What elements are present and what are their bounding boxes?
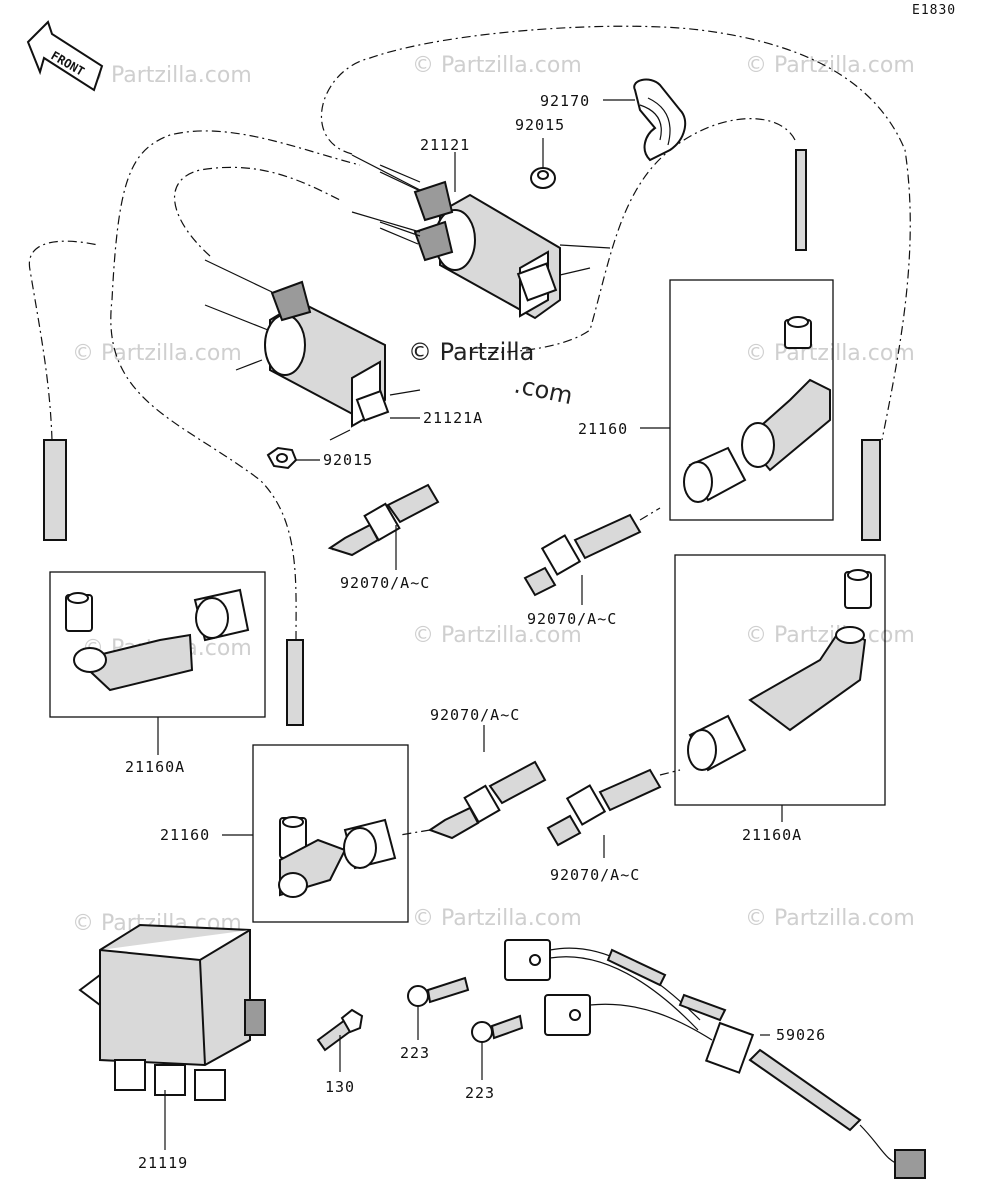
pickup-coil-59026[interactable] bbox=[504, 939, 926, 1179]
watermark: © Partzilla.com bbox=[745, 53, 915, 78]
part-label[interactable]: 21160 bbox=[578, 420, 628, 438]
part-label[interactable]: 223 bbox=[465, 1084, 495, 1102]
part-label[interactable]: 59026 bbox=[776, 1026, 826, 1044]
plug-cap-21160-right[interactable] bbox=[683, 149, 831, 503]
plug-cap-21160A-left[interactable] bbox=[43, 439, 250, 692]
leader-lines bbox=[157, 99, 783, 1150]
plug-cap-21160-left[interactable] bbox=[278, 639, 397, 898]
part-label[interactable]: 92070/A~C bbox=[527, 610, 617, 628]
watermark: © Partzilla.com bbox=[412, 53, 582, 78]
box-21160A-right bbox=[674, 554, 886, 806]
watermark: © Partzilla.com bbox=[72, 341, 242, 366]
igniter-21119[interactable] bbox=[78, 923, 266, 1101]
part-label[interactable]: 92070/A~C bbox=[430, 706, 520, 724]
part-label[interactable]: 130 bbox=[325, 1078, 355, 1096]
part-label[interactable]: 92070/A~C bbox=[550, 866, 640, 884]
watermark: © Partzilla.com bbox=[745, 341, 915, 366]
routing-lines bbox=[28, 25, 911, 836]
watermark: © Partzilla.com bbox=[82, 63, 252, 88]
watermark: © Partzilla.com bbox=[412, 623, 582, 648]
bolt-130[interactable] bbox=[316, 1008, 364, 1052]
watermark: © Partzilla.com bbox=[412, 906, 582, 931]
box-21160-right bbox=[669, 279, 834, 521]
part-label[interactable]: 21121 bbox=[420, 136, 470, 154]
screw-223-2[interactable] bbox=[471, 1014, 524, 1043]
part-label[interactable]: 92070/A~C bbox=[340, 574, 430, 592]
front-arrow: FRONT bbox=[26, 20, 104, 92]
watermark: © Partzilla.com bbox=[745, 906, 915, 931]
spark-plug-92070-4[interactable] bbox=[546, 768, 662, 847]
watermark-center: .com bbox=[512, 370, 575, 410]
part-label[interactable]: 21160A bbox=[125, 758, 185, 776]
part-label[interactable]: 21160A bbox=[742, 826, 802, 844]
part-label[interactable]: 21121A bbox=[423, 409, 483, 427]
part-label[interactable]: 92015 bbox=[323, 451, 373, 469]
part-label[interactable]: 92170 bbox=[540, 92, 590, 110]
part-label[interactable]: 21119 bbox=[138, 1154, 188, 1172]
ignition-coil-21121A[interactable] bbox=[204, 259, 421, 441]
plug-cap-21160A-right[interactable] bbox=[687, 439, 881, 772]
diagram-code: E1830 bbox=[912, 3, 956, 18]
ignition-coil-21121[interactable] bbox=[351, 154, 611, 320]
screw-223-1[interactable] bbox=[407, 976, 470, 1007]
clamp-92170[interactable] bbox=[633, 78, 687, 162]
box-21160-left bbox=[252, 744, 409, 923]
part-label[interactable]: 92015 bbox=[515, 116, 565, 134]
part-labels: 92170 92015 21121 21121A 92015 21160 920… bbox=[125, 92, 826, 1172]
part-label[interactable]: 223 bbox=[400, 1044, 430, 1062]
nut-92015-top[interactable] bbox=[530, 167, 556, 189]
nut-92015-bottom[interactable] bbox=[266, 446, 298, 470]
spark-plug-92070-2[interactable] bbox=[523, 513, 642, 597]
part-label[interactable]: 21160 bbox=[160, 826, 210, 844]
spark-plug-92070-3[interactable] bbox=[427, 760, 547, 840]
spark-plug-92070-1[interactable] bbox=[327, 483, 440, 557]
